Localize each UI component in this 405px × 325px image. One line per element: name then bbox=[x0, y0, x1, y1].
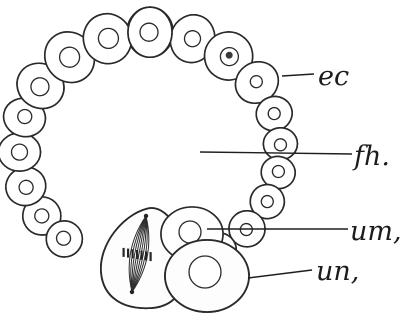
chromosome bbox=[136, 250, 138, 259]
label-ec: ec bbox=[318, 61, 349, 92]
epithelial-cell bbox=[0, 133, 41, 172]
label-fh: fh. bbox=[352, 141, 390, 172]
chromosome bbox=[145, 251, 147, 260]
epithelial-cell bbox=[128, 7, 172, 57]
label-um1: um, bbox=[350, 216, 402, 247]
chromosome bbox=[150, 252, 152, 261]
chromosome bbox=[123, 248, 125, 257]
un1-nucleus bbox=[189, 256, 221, 288]
spindle-pole-top bbox=[144, 214, 148, 218]
um1-nucleus bbox=[179, 221, 201, 243]
label-un1: un, bbox=[316, 256, 359, 287]
un1-cell bbox=[165, 240, 249, 312]
spindle-pole-bottom bbox=[130, 290, 134, 294]
leader-line-ec bbox=[282, 74, 314, 76]
chromosome bbox=[132, 249, 134, 258]
chromosome bbox=[141, 251, 143, 260]
leader-line-fh bbox=[200, 152, 352, 154]
cell-nucleus bbox=[140, 23, 158, 41]
chromosome bbox=[127, 249, 129, 258]
cell-nucleus bbox=[274, 138, 287, 151]
epithelial-cell bbox=[263, 127, 299, 161]
cell-nucleus bbox=[11, 144, 27, 160]
leader-line-un1 bbox=[248, 270, 312, 278]
